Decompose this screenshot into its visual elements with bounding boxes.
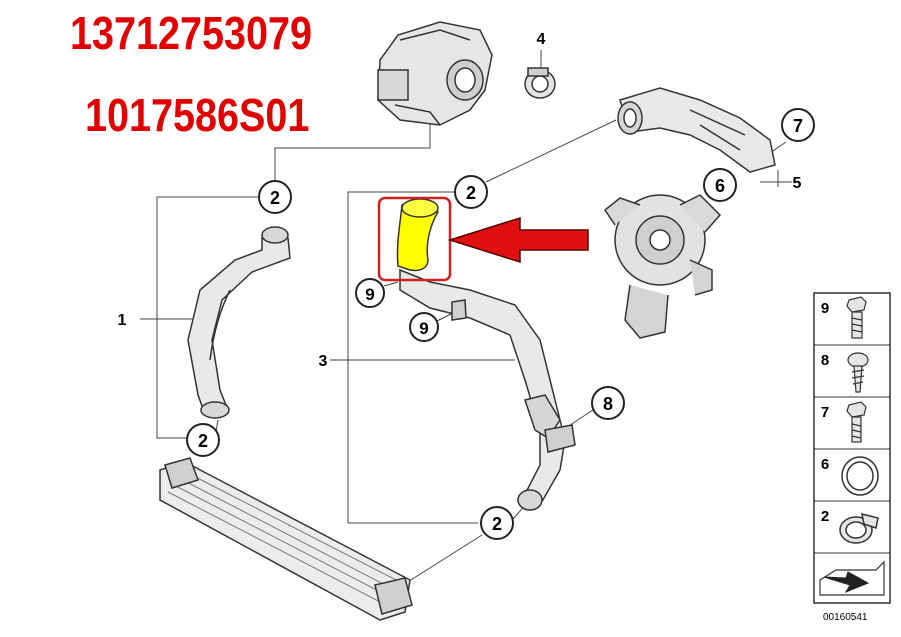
callout-3: 3 [319, 353, 328, 370]
hex-bolt-icon [846, 401, 867, 443]
svg-text:6: 6 [715, 176, 725, 196]
direction-arrow-icon [819, 560, 885, 596]
svg-text:8: 8 [603, 394, 613, 414]
legend-row-2: 2 [821, 508, 879, 544]
callout-9-upper: 9 [355, 278, 385, 308]
turbocharger [603, 194, 722, 339]
svg-text:9: 9 [365, 285, 374, 304]
hose-clamp-icon [839, 512, 879, 544]
svg-text:8: 8 [821, 352, 829, 369]
svg-text:3: 3 [319, 353, 328, 370]
part-number-primary: 13712753079 [70, 7, 313, 59]
pointer-arrow-icon [447, 216, 589, 264]
svg-text:7: 7 [821, 404, 829, 421]
highlighted-hose [396, 198, 439, 272]
callout-5: 5 [793, 175, 802, 192]
svg-text:5: 5 [793, 175, 802, 192]
callout-2-top-mid: 2 [454, 175, 488, 209]
callout-4: 4 [537, 31, 546, 48]
svg-text:2: 2 [466, 183, 476, 203]
svg-text:2: 2 [821, 508, 829, 525]
intercooler [159, 457, 413, 621]
svg-text:9: 9 [419, 319, 428, 338]
leader-lines [140, 50, 792, 591]
svg-text:6: 6 [821, 456, 829, 473]
callout-1: 1 [118, 312, 127, 329]
intake-pipe [617, 87, 776, 173]
charge-hose-part-1 [187, 226, 291, 419]
svg-text:2: 2 [492, 514, 502, 534]
highlight-box [377, 196, 452, 282]
hardware-legend: 9 8 7 6 [813, 292, 891, 604]
callout-2-bottom-mid: 2 [480, 506, 514, 540]
legend-row-6: 6 [821, 456, 879, 496]
svg-text:1: 1 [118, 312, 127, 329]
svg-text:9: 9 [821, 300, 829, 317]
svg-text:7: 7 [793, 116, 803, 136]
callout-2-top-left: 2 [258, 180, 292, 214]
o-ring-icon [841, 456, 879, 496]
svg-text:2: 2 [270, 188, 280, 208]
hex-bolt-washer-icon [846, 296, 867, 339]
callout-7: 7 [781, 108, 815, 142]
flange-screw-icon [847, 352, 869, 393]
part-number-secondary: 1017586S01 [85, 89, 310, 141]
svg-text:2: 2 [198, 431, 208, 451]
legend-row-9: 9 [821, 296, 867, 339]
charge-hose-part-3 [399, 268, 576, 511]
throttle-body [377, 21, 493, 126]
diagram-reference-number: 00160541 [823, 612, 868, 623]
callout-6: 6 [703, 168, 737, 202]
callout-2-bottom-left: 2 [186, 423, 220, 457]
callout-9-lower: 9 [409, 312, 439, 342]
callout-8: 8 [591, 386, 625, 420]
callouts: 2 2 2 2 4 7 6 5 1 3 [118, 31, 815, 540]
svg-text:4: 4 [537, 31, 546, 48]
clamp-part-4 [524, 67, 556, 99]
legend-row-7: 7 [821, 401, 867, 443]
legend-row-8: 8 [821, 352, 869, 393]
